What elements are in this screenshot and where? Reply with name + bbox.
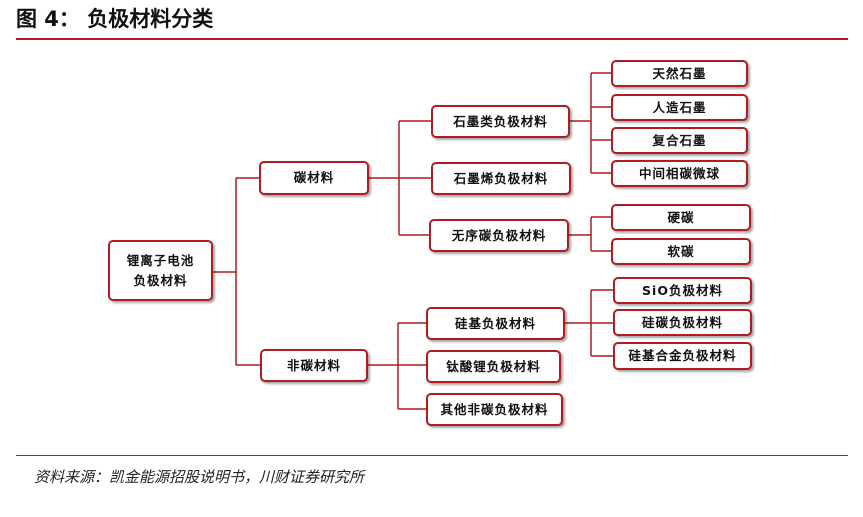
node-carbon: 碳材料 — [259, 161, 369, 195]
node-artificial-graphite: 人造石墨 — [611, 94, 748, 121]
node-lithium-titanate: 钛酸锂负极材料 — [426, 350, 561, 383]
node-hard-carbon: 硬碳 — [611, 204, 751, 231]
node-lithium-anode-root: 锂离子电池 负极材料 — [108, 240, 213, 301]
root-line-2: 负极材料 — [133, 272, 188, 288]
node-soft-carbon: 软碳 — [611, 238, 751, 265]
node-composite-graphite: 复合石墨 — [611, 127, 748, 154]
node-silicon-carbon: 硅碳负极材料 — [613, 309, 752, 336]
source-note: 资料来源：凯金能源招股说明书，川财证券研究所 — [34, 468, 365, 486]
node-silicon-based: 硅基负极材料 — [426, 307, 565, 340]
footer-divider — [16, 455, 848, 456]
node-natural-graphite: 天然石墨 — [611, 60, 748, 87]
node-graphene: 石墨烯负极材料 — [431, 162, 571, 195]
node-silicon-alloy: 硅基合金负极材料 — [613, 342, 752, 370]
node-graphite-class: 石墨类负极材料 — [431, 105, 570, 138]
node-other-noncarbon: 其他非碳负极材料 — [426, 393, 563, 426]
root-line-1: 锂离子电池 — [126, 252, 195, 268]
title-divider — [16, 38, 848, 40]
node-noncarbon: 非碳材料 — [260, 349, 368, 382]
node-mcmb: 中间相碳微球 — [611, 160, 748, 187]
node-amorphous-carbon: 无序碳负极材料 — [429, 219, 569, 252]
figure-title: 图 4： 负极材料分类 — [16, 7, 214, 31]
node-sio: SiO负极材料 — [613, 277, 752, 304]
